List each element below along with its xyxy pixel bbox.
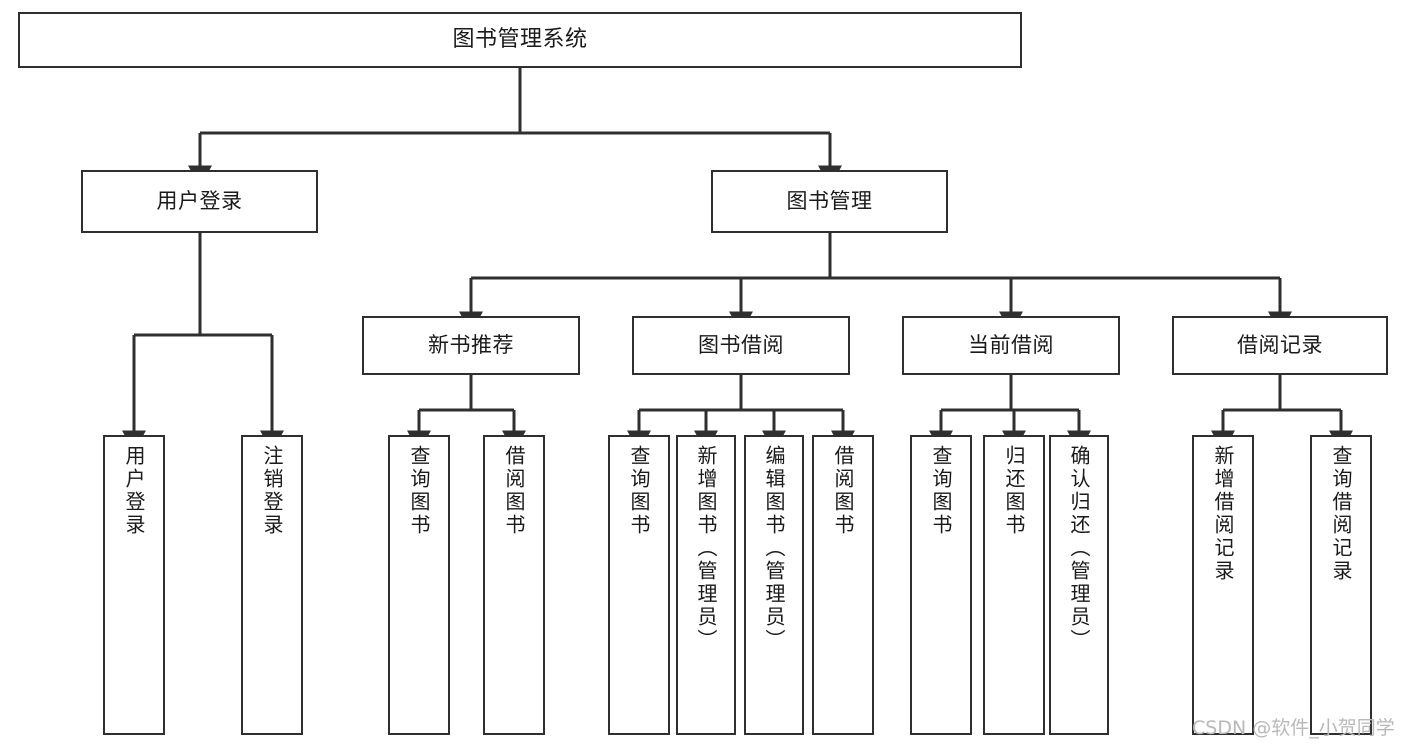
node-l-bw-add[interactable]: 新增图书（管理员） — [676, 435, 736, 735]
node-label-l-login: 用户登录 — [122, 445, 146, 537]
csdn-watermark: CSDN @软件_小贺同学 — [1192, 717, 1395, 739]
node-label-l-rc-add: 新增借阅记录 — [1211, 445, 1235, 583]
node-l-nb-query[interactable]: 查询图书 — [388, 435, 450, 735]
node-newbook[interactable]: 新书推荐 — [362, 316, 580, 375]
node-l-nb-borrow[interactable]: 借阅图书 — [483, 435, 545, 735]
node-label-records: 借阅记录 — [1237, 333, 1323, 358]
node-label-l-cb-return: 归还图书 — [1002, 445, 1026, 537]
node-l-bw-edit[interactable]: 编辑图书（管理员） — [744, 435, 804, 735]
node-l-bw-borrow[interactable]: 借阅图书 — [812, 435, 874, 735]
node-l-cb-query[interactable]: 查询图书 — [910, 435, 972, 735]
node-login[interactable]: 用户登录 — [81, 170, 318, 233]
node-label-l-cb-query: 查询图书 — [929, 445, 953, 537]
node-label-login: 用户登录 — [156, 189, 243, 214]
node-l-cb-confirm[interactable]: 确认归还（管理员） — [1049, 435, 1109, 735]
node-label-root: 图书管理系统 — [452, 27, 588, 53]
node-records[interactable]: 借阅记录 — [1172, 316, 1388, 375]
node-l-rc-add[interactable]: 新增借阅记录 — [1192, 435, 1254, 735]
node-label-l-nb-query: 查询图书 — [407, 445, 431, 537]
node-label-bookmgmt: 图书管理 — [786, 189, 873, 214]
node-label-current: 当前借阅 — [968, 333, 1054, 358]
node-label-newbook: 新书推荐 — [428, 333, 514, 358]
node-l-logout[interactable]: 注销登录 — [241, 435, 303, 735]
node-label-l-cb-confirm: 确认归还（管理员） — [1067, 445, 1091, 652]
node-l-bw-query[interactable]: 查询图书 — [608, 435, 670, 735]
node-label-l-logout: 注销登录 — [260, 445, 284, 537]
node-current[interactable]: 当前借阅 — [902, 316, 1120, 375]
node-root[interactable]: 图书管理系统 — [18, 12, 1022, 68]
node-label-borrow: 图书借阅 — [698, 333, 784, 358]
node-l-login[interactable]: 用户登录 — [103, 435, 165, 735]
node-label-l-bw-edit: 编辑图书（管理员） — [762, 445, 786, 652]
node-l-cb-return[interactable]: 归还图书 — [983, 435, 1045, 735]
node-bookmgmt[interactable]: 图书管理 — [711, 170, 948, 233]
node-l-rc-query[interactable]: 查询借阅记录 — [1310, 435, 1372, 735]
node-borrow[interactable]: 图书借阅 — [632, 316, 850, 375]
node-label-l-bw-borrow: 借阅图书 — [831, 445, 855, 537]
node-label-l-rc-query: 查询借阅记录 — [1329, 445, 1353, 583]
node-label-l-nb-borrow: 借阅图书 — [502, 445, 526, 537]
node-label-l-bw-add: 新增图书（管理员） — [694, 445, 718, 652]
node-label-l-bw-query: 查询图书 — [627, 445, 651, 537]
